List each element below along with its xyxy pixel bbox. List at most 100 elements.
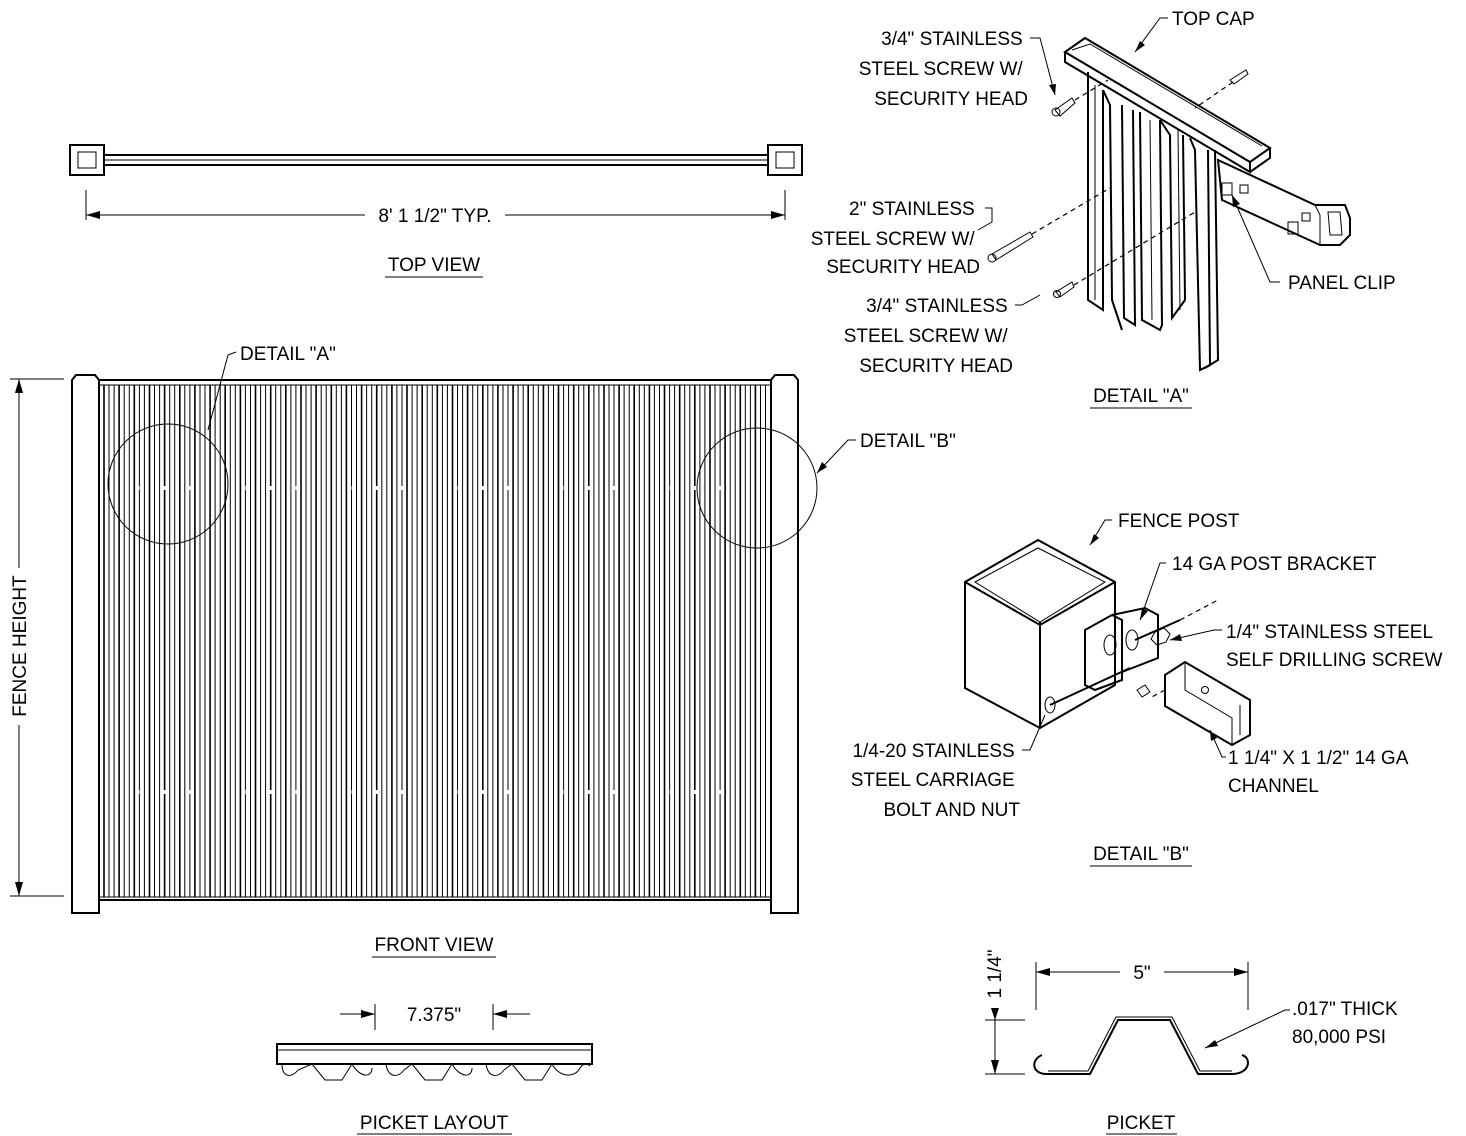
picket-title: PICKET	[1107, 1113, 1176, 1134]
screw-dot	[348, 486, 352, 490]
screw-dot	[481, 790, 484, 794]
screw-dot	[507, 486, 511, 490]
top-cap-label: TOP CAP	[1172, 9, 1255, 30]
screw-mid-line-2: STEEL SCREW W/	[811, 229, 976, 250]
screw-dot	[666, 486, 670, 490]
screw-dot	[348, 790, 352, 794]
top-view-dimension: 8' 1 1/2" TYP.	[378, 206, 491, 227]
screw-dot	[746, 790, 749, 794]
screw-dot	[295, 790, 299, 794]
picket-layout-title: PICKET LAYOUT	[360, 1113, 509, 1134]
screw-bot-line-1: 3/4" STAINLESS	[866, 296, 1008, 317]
screw-top-line-3: SECURITY HEAD	[874, 89, 1028, 110]
screw-dot	[719, 790, 723, 794]
screw-dot	[401, 790, 405, 794]
screw-dot	[587, 486, 590, 490]
screw-dot	[428, 486, 431, 490]
screw-top-line-2: STEEL SCREW W/	[859, 59, 1024, 80]
screw-dot	[269, 790, 272, 794]
screw-dot	[216, 486, 219, 490]
detail-b-circle	[696, 427, 818, 549]
detail-a-circle	[107, 423, 229, 545]
screw-dot	[613, 486, 617, 490]
picket-spec-line-1: .017" THICK	[1292, 999, 1398, 1020]
detail-b-callout: DETAIL "B"	[860, 431, 956, 452]
picket-layout: 7.375" PICKET LAYOUT	[276, 1004, 593, 1135]
picket-height: 1 1/4"	[985, 949, 1006, 998]
screw-bot-line-2: STEEL SCREW W/	[844, 326, 1009, 347]
screw-top-line-1: 3/4" STAINLESS	[881, 29, 1023, 50]
carriage-bolt-line-1: 1/4-20 STAINLESS	[852, 741, 1014, 762]
carriage-bolt-line-3: BOLT AND NUT	[883, 800, 1020, 821]
detail-a-screw-mid: 2" STAINLESS STEEL SCREW W/ SECURITY HEA…	[811, 199, 980, 278]
screw-dot	[322, 486, 325, 490]
picket-width: 5"	[1133, 963, 1150, 984]
screw-dot	[242, 486, 246, 490]
fence-height-label: FENCE HEIGHT	[10, 575, 31, 717]
screw-dot	[375, 790, 378, 794]
screw-dot	[693, 486, 696, 490]
screw-dot	[534, 790, 537, 794]
detail-b-title: DETAIL "B"	[1093, 844, 1189, 865]
screw-dot	[269, 486, 272, 490]
screw-dot	[136, 790, 140, 794]
screw-dot	[216, 790, 219, 794]
screw-dot	[746, 486, 749, 490]
screw-dot	[454, 486, 458, 490]
screw-bot-line-3: SECURITY HEAD	[859, 356, 1013, 377]
screw-dot	[163, 790, 166, 794]
detail-a-screw-bot: 3/4" STAINLESS STEEL SCREW W/ SECURITY H…	[844, 296, 1013, 377]
picket-layout-dimension: 7.375"	[407, 1005, 461, 1026]
screw-dot	[587, 790, 590, 794]
screw-dot	[719, 486, 723, 490]
screw-dot	[481, 486, 484, 490]
screw-dot	[242, 790, 246, 794]
channel-line-2: CHANNEL	[1228, 776, 1319, 797]
post-bracket-label: 14 GA POST BRACKET	[1172, 554, 1377, 575]
screw-dot	[428, 790, 431, 794]
detail-a: 3/4" STAINLESS STEEL SCREW W/ SECURITY H…	[811, 9, 1396, 409]
screw-dot	[666, 790, 670, 794]
screw-dot	[136, 486, 140, 490]
screw-mid-line-3: SECURITY HEAD	[826, 257, 980, 278]
fence-post-label: FENCE POST	[1118, 511, 1240, 532]
self-drilling-line-2: SELF DRILLING SCREW	[1226, 650, 1442, 671]
carriage-bolt-label: 1/4-20 STAINLESS STEEL CARRIAGE BOLT AND…	[851, 741, 1021, 821]
front-view: DETAIL "A" DETAIL "B" FENCE HEIGHT FRONT…	[10, 344, 956, 958]
screw-dot	[454, 790, 458, 794]
screw-mid-line-1: 2" STAINLESS	[849, 199, 975, 220]
detail-a-callout: DETAIL "A"	[240, 344, 336, 365]
detail-b: FENCE POST 14 GA POST BRACKET 1/4" STAIN…	[851, 511, 1442, 867]
self-drilling-line-1: 1/4" STAINLESS STEEL	[1226, 622, 1432, 643]
screw-dot	[640, 486, 643, 490]
screw-dot	[110, 790, 113, 794]
screw-dot	[534, 486, 537, 490]
screw-dot	[163, 486, 166, 490]
self-drilling-screw-label: 1/4" STAINLESS STEEL SELF DRILLING SCREW	[1226, 622, 1442, 671]
top-view-title: TOP VIEW	[388, 255, 480, 276]
front-view-title: FRONT VIEW	[375, 935, 494, 956]
screw-dot	[189, 790, 193, 794]
carriage-bolt-line-2: STEEL CARRIAGE	[851, 770, 1015, 791]
channel-line-1: 1 1/4" X 1 1/2" 14 GA	[1228, 748, 1409, 769]
screw-dot	[401, 486, 405, 490]
screw-dot	[295, 486, 299, 490]
detail-a-screw-top: 3/4" STAINLESS STEEL SCREW W/ SECURITY H…	[859, 29, 1028, 110]
screw-dot	[375, 486, 378, 490]
screw-dot	[110, 486, 113, 490]
picket-profile: 5" 1 1/4" .017" THICK 80,000 PSI PICKET	[985, 949, 1403, 1135]
channel-label: 1 1/4" X 1 1/2" 14 GA CHANNEL	[1228, 748, 1413, 797]
screw-dot	[693, 790, 696, 794]
picket-spec-line-2: 80,000 PSI	[1292, 1027, 1386, 1048]
screw-dot	[560, 486, 564, 490]
top-view: 8' 1 1/2" TYP. TOP VIEW	[69, 144, 803, 278]
picket-spec: .017" THICK 80,000 PSI	[1292, 999, 1403, 1048]
screw-dot	[560, 790, 564, 794]
screw-dot	[189, 486, 193, 490]
screw-dot	[322, 790, 325, 794]
screw-dot	[613, 790, 617, 794]
screw-dot	[640, 790, 643, 794]
screw-dot	[507, 790, 511, 794]
fence-pickets	[103, 385, 766, 897]
